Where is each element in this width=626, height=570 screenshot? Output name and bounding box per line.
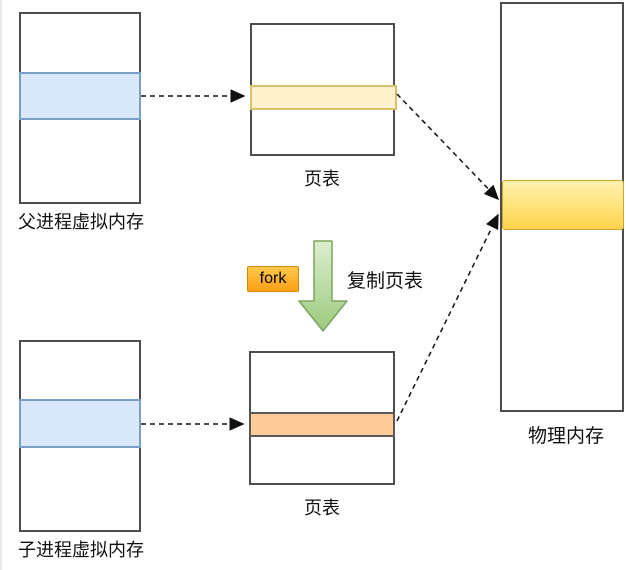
parent-page-table-entry: [250, 85, 397, 110]
physical-memory-label: 物理内存: [527, 426, 604, 447]
left-edge-strip: [0, 0, 2, 570]
parent-page-table-label: 页表: [304, 169, 340, 189]
child-virtual-memory-label: 子进程虚拟内存: [18, 540, 144, 560]
parent-virtual-memory-label: 父进程虚拟内存: [18, 212, 144, 232]
arrow-child-pagetable-to-physical: [396, 213, 499, 422]
parent-mapped-segment: [19, 72, 141, 120]
child-page-table-label: 页表: [304, 498, 340, 518]
arrow-parent-pagetable-to-physical: [396, 93, 500, 201]
copy-page-table-label: 复制页表: [347, 271, 424, 292]
physical-frame-segment: [502, 180, 624, 230]
fork-badge: fork: [247, 266, 299, 292]
fork-down-arrow-icon: [298, 240, 348, 332]
child-mapped-segment: [19, 399, 141, 448]
child-page-table-entry: [249, 412, 395, 437]
